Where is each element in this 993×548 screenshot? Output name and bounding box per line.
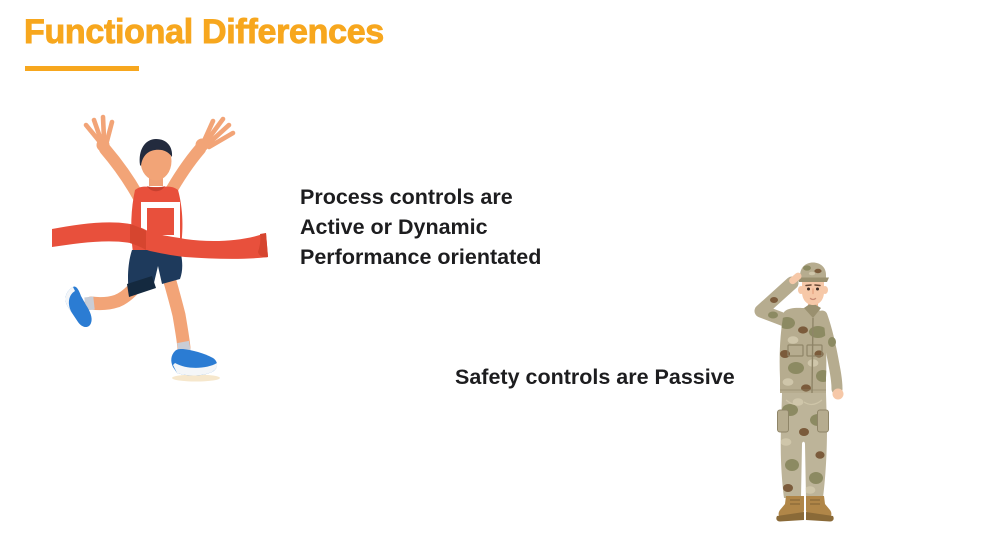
camo-cap: [800, 262, 826, 278]
runner-arms: [83, 114, 236, 202]
page-title: Functional Differences: [24, 13, 385, 52]
caption-line: Process controls are: [300, 185, 513, 209]
caption-line: Performance orientated: [300, 245, 542, 269]
title-underline: [25, 66, 139, 71]
salute-hand: [789, 272, 802, 285]
salute-arm: [754, 276, 799, 329]
finish-ribbon: [52, 222, 268, 259]
process-controls-caption: Process controls are Active or Dynamic P…: [300, 182, 541, 272]
soldier-right-arm: [816, 310, 844, 400]
safety-controls-caption: Safety controls are Passive: [455, 365, 735, 389]
runner-shorts: [127, 250, 183, 297]
runner-legs: [65, 269, 220, 382]
soldier-head: [789, 262, 829, 305]
soldier-pants: [777, 393, 829, 498]
caption-line: Active or Dynamic: [300, 215, 488, 239]
runner-svg: [52, 114, 268, 382]
soldier-boots: [776, 496, 834, 522]
runner-head: [139, 139, 173, 186]
soldier-illustration: [746, 260, 858, 526]
soldier-svg: [754, 262, 844, 522]
cargo-pocket-left: [777, 409, 789, 433]
runner-illustration: [28, 108, 276, 386]
cargo-pocket-right: [817, 409, 829, 433]
